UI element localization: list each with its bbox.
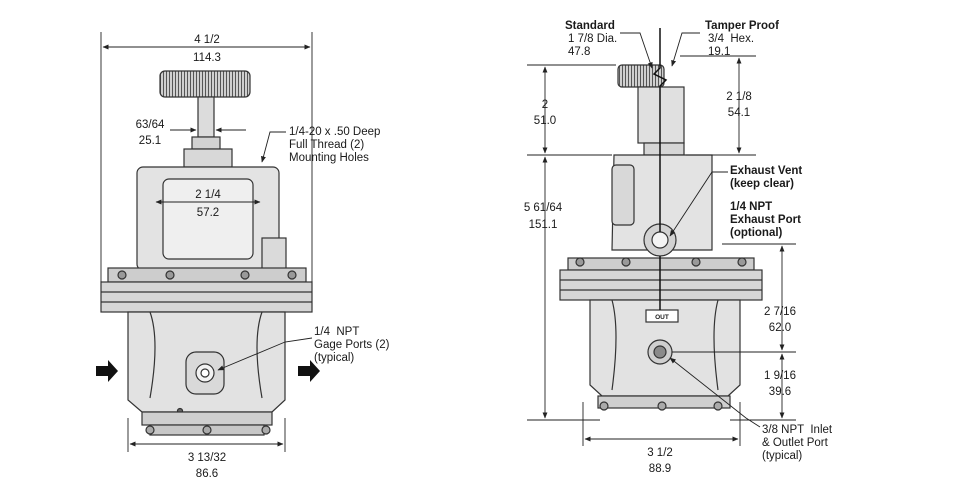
adjusting-stem (197, 96, 215, 138)
overall-width-in: 4 1/2 (194, 34, 220, 46)
gage-ports-line-2: Gage Ports (2) (314, 339, 390, 351)
stem-width-mm: 25.1 (139, 135, 161, 147)
right-body-width-mm: 88.9 (649, 463, 671, 475)
knob-height-mm: 51.0 (534, 115, 556, 127)
bonnet-side-boss (261, 237, 287, 271)
exhaust-port-note: (optional) (730, 227, 783, 239)
left-front-view (96, 70, 320, 436)
body-width-in: 3 13/32 (188, 452, 226, 464)
tamper-proof-label: Tamper Proof (705, 20, 779, 32)
bonnet-window (162, 178, 254, 260)
inlet-outlet-line-2: & Outlet Port (762, 437, 829, 449)
body-height-mm: 151.1 (529, 219, 558, 231)
flange-to-port-in: 2 7/16 (764, 306, 796, 318)
standard-mm: 47.8 (568, 46, 590, 58)
gage-ports-line-1: 1/4 NPT (314, 326, 359, 338)
flange (100, 281, 313, 313)
inlet-flow-arrow-icon (96, 360, 118, 382)
flange-bolt-row (567, 257, 755, 271)
stem-housing (637, 86, 685, 144)
overall-width-mm: 114.3 (193, 52, 221, 64)
flange-to-port-mm: 62.0 (769, 322, 791, 334)
lock-nut (191, 136, 221, 150)
adjusting-knob (159, 70, 251, 98)
port-to-bottom-mm: 39.6 (769, 386, 791, 398)
out-marking: OUT (655, 314, 669, 321)
port-to-bottom-in: 1 9/16 (764, 370, 796, 382)
gage-ports-line-3: (typical) (314, 352, 354, 364)
flange-bolt-row (107, 267, 307, 283)
body-width-mm: 86.6 (196, 468, 218, 480)
out-label-plate (645, 309, 679, 323)
bonnet-width-in: 2 1/4 (195, 189, 221, 201)
mounting-holes-line-1: 1/4-20 x .50 Deep (289, 126, 380, 138)
right-side-view (559, 64, 763, 411)
exhaust-vent-note: (keep clear) (730, 178, 794, 190)
bonnet-upper (183, 148, 233, 168)
standard-label: Standard (565, 20, 615, 32)
body-height-in: 5 61/64 (524, 202, 563, 214)
tamper-proof-mm: 19.1 (708, 46, 730, 58)
inlet-outlet-line-1: 3/8 NPT Inlet (762, 424, 833, 436)
exhaust-port-label: Exhaust Port (730, 214, 801, 226)
bonnet-side-lug (611, 164, 635, 226)
base-plate (141, 411, 273, 426)
mounting-holes-line-2: Full Thread (2) (289, 139, 364, 151)
stem-cap (643, 142, 685, 156)
stem-height-in: 2 1/8 (726, 91, 752, 103)
exhaust-vent-label: Exhaust Vent (730, 165, 802, 177)
stem-width-in: 63/64 (136, 119, 165, 131)
bonnet-width-mm: 57.2 (197, 207, 219, 219)
inlet-outlet-line-3: (typical) (762, 450, 802, 462)
outlet-flow-arrow-icon (298, 360, 320, 382)
tamper-proof-spindle (652, 28, 668, 232)
tamper-proof-hex: 3/4 Hex. (708, 33, 754, 45)
right-body-width-in: 3 1/2 (647, 447, 673, 459)
standard-dia: 1 7/8 Dia. (568, 33, 617, 45)
exhaust-port-size: 1/4 NPT (730, 201, 772, 213)
flange (559, 269, 763, 301)
knob-height-in: 2 (542, 99, 548, 111)
mounting-holes-line-3: Mounting Holes (289, 152, 369, 164)
stem-height-mm: 54.1 (728, 107, 750, 119)
